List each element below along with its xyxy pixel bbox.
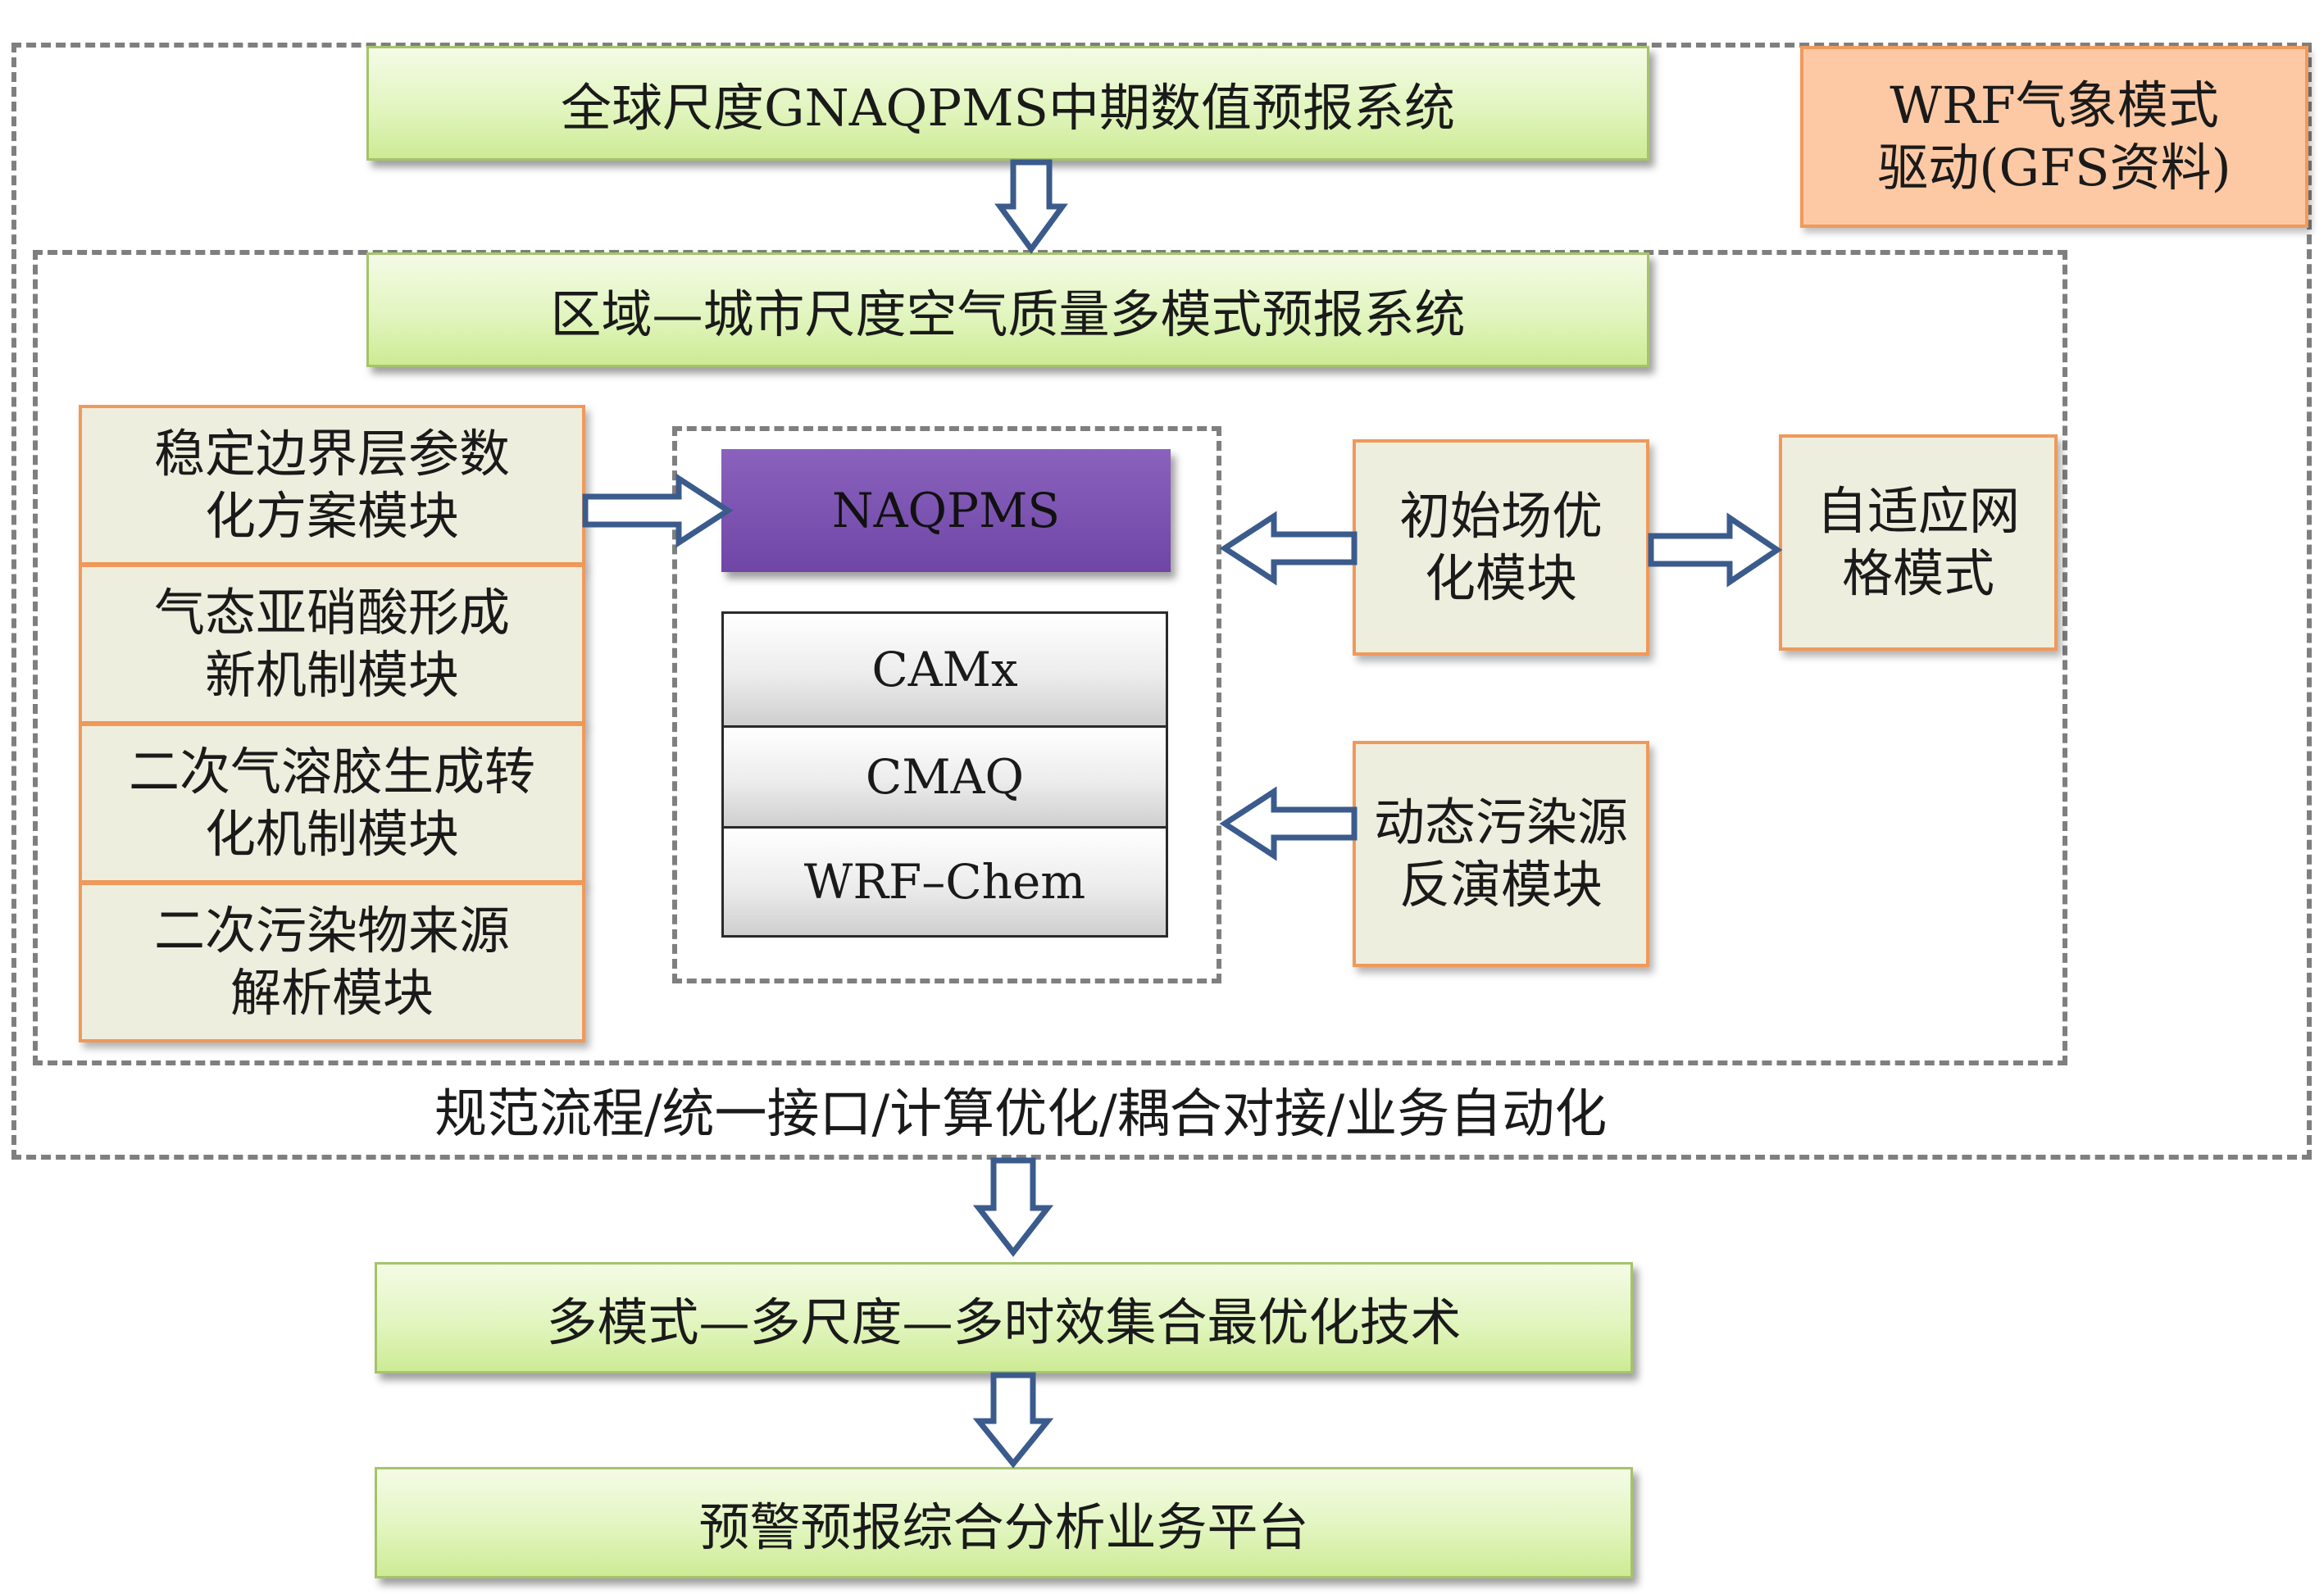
module-label-line: 动态污染源	[1373, 792, 1628, 852]
right-arrow-icon	[582, 473, 734, 548]
down-arrow-icon	[972, 1157, 1054, 1257]
initial-field-optimization-box: 初始场优 化模块	[1353, 439, 1649, 656]
workflow-caption: 规范流程/统一接口/计算优化/耦合对接/业务自动化	[434, 1084, 1608, 1145]
camx-model-box: CAMx	[721, 611, 1168, 728]
module-label-line: 稳定边界层参数	[153, 424, 510, 484]
module-label-line: 化方案模块	[204, 486, 459, 546]
cmaq-model-box: CMAQ	[721, 725, 1168, 829]
module-label-line: 解析模块	[230, 963, 434, 1023]
module-label-line: 二次气溶胶生成转	[128, 742, 535, 802]
module-label-line: 气态亚硝酸形成	[153, 583, 510, 643]
warning-platform-label: 预警预报综合分析业务平台	[698, 1497, 1309, 1557]
camx-label: CAMx	[871, 642, 1018, 697]
module-label-line: 自适应网	[1816, 481, 2020, 541]
global-forecast-system-label: 全球尺度GNAQPMS中期数值预报系统	[560, 78, 1456, 138]
wrf-driver-line1: WRF气象模式	[1890, 75, 2219, 135]
regional-forecast-system-label: 区域—城市尺度空气质量多模式预报系统	[550, 284, 1466, 344]
module-label-line: 二次污染物来源	[153, 901, 510, 960]
source-apportionment-module-box: 二次污染物来源 解析模块	[79, 882, 585, 1042]
module-label-line: 反演模块	[1398, 855, 1603, 915]
wrf-chem-model-box: WRF–Chem	[721, 826, 1168, 938]
down-arrow-icon	[972, 1372, 1054, 1469]
secondary-aerosol-module-box: 二次气溶胶生成转 化机制模块	[79, 723, 585, 883]
cmaq-label: CMAQ	[865, 749, 1025, 805]
wrf-chem-label: WRF–Chem	[803, 854, 1086, 910]
naqpms-model-box: NAQPMS	[721, 449, 1171, 572]
down-arrow-icon	[994, 159, 1068, 254]
left-arrow-icon	[1219, 511, 1358, 586]
wrf-driver-box: WRF气象模式 驱动(GFS资料)	[1800, 46, 2308, 228]
module-label-line: 初始场优	[1398, 486, 1603, 546]
adaptive-grid-box: 自适应网 格模式	[1779, 434, 2058, 651]
left-arrow-icon	[1219, 786, 1358, 861]
outer-dashed-frame	[11, 43, 2312, 1160]
dynamic-source-inversion-box: 动态污染源 反演模块	[1353, 741, 1649, 967]
module-label-line: 格模式	[1841, 543, 1994, 603]
warning-platform-box: 预警预报综合分析业务平台	[375, 1467, 1633, 1578]
models-dashed-frame	[672, 426, 1221, 983]
ensemble-optimization-box: 多模式—多尺度—多时效集合最优化技术	[375, 1262, 1633, 1374]
regional-forecast-system-box: 区域—城市尺度空气质量多模式预报系统	[366, 252, 1649, 367]
module-label-line: 化机制模块	[204, 804, 459, 864]
wrf-driver-line2: 驱动(GFS资料)	[1877, 138, 2231, 198]
module-label-line: 新机制模块	[204, 645, 459, 705]
module-label-line: 化模块	[1424, 548, 1577, 608]
hono-mechanism-module-box: 气态亚硝酸形成 新机制模块	[79, 564, 585, 724]
global-forecast-system-box: 全球尺度GNAQPMS中期数值预报系统	[366, 46, 1649, 161]
boundary-layer-module-box: 稳定边界层参数 化方案模块	[79, 405, 585, 565]
naqpms-label: NAQPMS	[831, 483, 1061, 538]
right-arrow-icon	[1648, 512, 1783, 588]
ensemble-optimization-label: 多模式—多尺度—多时效集合最优化技术	[546, 1292, 1462, 1352]
